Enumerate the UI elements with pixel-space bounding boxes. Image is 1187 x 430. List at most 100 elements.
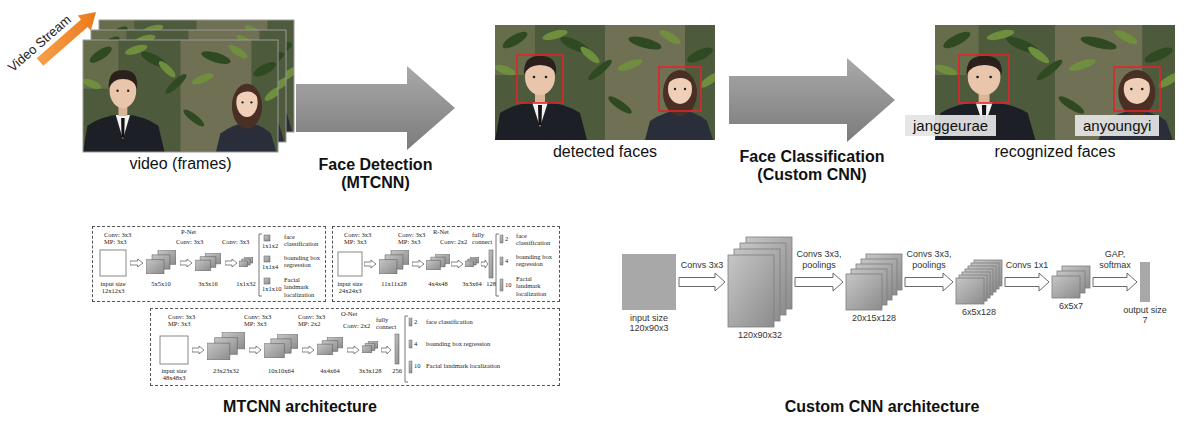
output-bar [409,318,412,326]
layer-annotation: 10 [414,362,421,369]
layer-shape [1140,262,1150,302]
edge-label: Face Detection (MTCNN) [301,156,451,193]
output-bar [1140,262,1150,302]
layer-arrow [795,273,843,291]
small-arrow [249,346,261,354]
layer-annotation: bounding box regression [516,253,558,268]
flow-arrow [729,58,895,142]
output-bar [500,279,503,291]
network-name: P-Net [181,228,196,235]
output-bar [500,235,503,243]
layer-annotation: 10x10x64 [268,367,294,374]
layer-annotation: 4 [505,257,508,264]
layer-annotation: Conv: 3x3 MP: 3x3 [344,231,380,246]
layer-shape [622,254,676,310]
layer-shape [956,260,1002,304]
layer-annotation: Conv: 2x2 [343,322,370,329]
edge-label: Convs 3x3, poolings [791,249,847,270]
feature-map [264,334,298,358]
layer-arrow [679,273,725,291]
feature-map [728,255,774,327]
feature-map-stack: 6x5x128 [956,260,1002,304]
small-arrow [130,259,143,267]
layer-annotation: input size 24x24x3 [332,280,368,295]
small-arrow [451,260,463,268]
small-arrow [381,346,391,354]
layer-annotation: 4x4x64 [320,367,340,374]
small-arrow [364,260,376,268]
layer-shape [1052,266,1090,298]
layer-annotation: 4x4x48 [428,280,448,287]
layer-annotation: face classification [426,318,473,325]
layer-annotation: 3x3x16 [198,280,218,287]
layer-annotation: Conv: 2x2 [440,238,467,245]
output-cube [264,256,270,262]
output-bar [500,257,503,265]
fc-bar [489,250,493,278]
layer-size: 120x90x32 [738,330,782,340]
layer-annotation: 11x11x28 [381,280,407,287]
layer-annotation: 3x3x128 [359,367,382,374]
bracket [259,234,262,296]
feature-map [426,254,450,270]
feature-map [362,341,378,353]
face-box [1114,67,1160,111]
layer-size: 20x15x128 [852,313,896,323]
layer-annotation: 1x1x2 [262,242,278,249]
layer-annotation: input size 48x48x3 [154,367,194,382]
input-layer: input size 120x90x3 [622,254,676,310]
frame-border [83,40,278,152]
small-arrow [412,260,424,268]
small-arrow [481,260,488,268]
output-cube [264,235,270,241]
input-square [100,250,126,276]
layer-annotation: 2 [505,235,508,242]
network-name: R-Net [433,228,449,235]
face-box [659,67,701,111]
layer-annotation: 1x1x4 [262,263,278,270]
layer-annotation: Facial landmark localization [426,362,500,369]
image-caption: video (frames) [129,155,231,173]
layer-annotation: 4 [414,340,417,347]
bracket [496,234,499,296]
layer-annotation: Facial landmark localization [516,275,558,297]
flow-arrow [296,66,455,150]
layer-size: 6x5x7 [1059,301,1083,311]
face-box [517,55,563,103]
layer-size: output size 7 [1121,305,1169,326]
recognition-frame: recognized facesjanggeuraeanyoungyi [935,25,1175,140]
edge-label: GAP, softmax [1089,249,1141,270]
output-bar [409,361,412,373]
layer-annotation: 5x5x10 [151,280,171,287]
layer-annotation: 1x1x10 [262,285,282,292]
image-caption: detected faces [553,143,657,161]
face-box [959,55,1009,103]
feature-map [146,250,176,274]
feature-map [846,274,882,310]
feature-map [379,250,409,274]
layer-annotation: 10 [505,281,512,288]
output-cube [264,278,270,284]
layer-size: input size 120x90x3 [619,313,679,334]
feature-map [465,257,479,267]
layer-annotation: Conv: 3x3 MP: 3x3 [168,313,204,328]
output-vector: output size 7 [1140,262,1150,302]
feature-map [317,337,343,355]
small-arrow [180,259,192,267]
output-bar [409,340,412,348]
layer-annotation: 128 [486,280,496,287]
detection-image [493,25,722,140]
layer-annotation: Conv: 3x3 [176,238,203,245]
image-caption: recognized faces [995,143,1116,161]
layer-annotation: fully connect [472,231,496,246]
feature-map-stack: 20x15x128 [846,254,902,310]
input-square [622,254,676,310]
network-name: O-Net [341,310,357,317]
layer-size: 6x5x128 [962,307,996,317]
layer-annotation: bounding box regression [284,254,322,269]
person-name: anyoungyi [1083,117,1151,134]
name-tag: janggeurae [905,115,996,136]
